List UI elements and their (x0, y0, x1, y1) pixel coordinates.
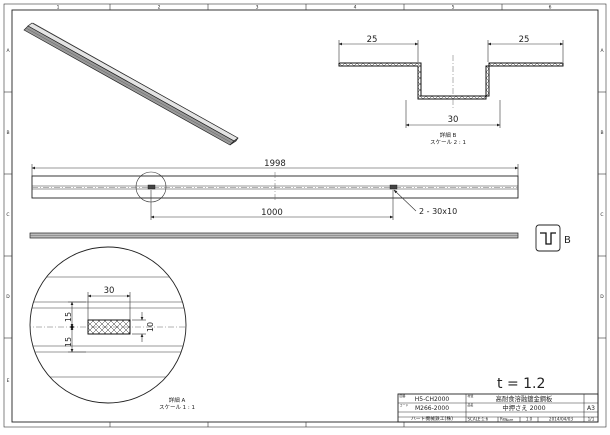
hole-callout: 2 - 30x10 (419, 207, 457, 216)
zone-right-d: D (600, 294, 604, 300)
date-label: DATE (506, 418, 514, 422)
dim-left-25: 25 (367, 35, 378, 45)
dim-length-1998: 1998 (264, 159, 286, 169)
zone-top-6: 6 (549, 5, 552, 11)
sheet-number: 1/1 (588, 417, 595, 422)
detail-dim-30: 30 (104, 286, 115, 296)
section-b-scale: スケール 2 : 1 (430, 139, 466, 146)
part-name: 中押さえ 2000 (502, 403, 545, 412)
zone-top-5: 5 (452, 5, 455, 11)
section-b-label: 詳細 B (440, 131, 457, 139)
title-block-field-labels: 図番 コード 材質 品名 DATE (400, 393, 514, 422)
detail-dim-10: 10 (146, 322, 155, 332)
company-name: ハート機械鉄工(株) (411, 415, 453, 422)
revision: 1.0 (526, 417, 533, 422)
section-b-mark: B (564, 235, 571, 246)
detail-a-view (29, 246, 187, 404)
isometric-view (23, 22, 239, 146)
code-label: コード (400, 403, 409, 407)
inner-frame (11, 9, 599, 423)
outer-frame (3, 3, 607, 428)
detail-a-scale: スケール 1 : 1 (159, 404, 195, 411)
drawing-no-label: 図番 (400, 393, 406, 398)
detail-a-marker-circle (135, 171, 167, 203)
zone-labels: 1 2 3 4 5 6 A B C D E A B C D (6, 5, 604, 385)
zone-top-4: 4 (354, 5, 357, 11)
drawing-number: H5-CH2000 (415, 396, 450, 403)
dim-pitch-1000: 1000 (261, 208, 283, 218)
zone-right-a: A (600, 48, 604, 54)
zone-top-1: 1 (57, 5, 60, 11)
material: 高耐食溶融鍍金鋼板 (496, 394, 553, 403)
slot-hole-left (147, 184, 156, 190)
material-label: 材質 (468, 393, 474, 398)
zone-top-3: 3 (256, 5, 259, 11)
section-b-indicator (535, 224, 561, 252)
zone-right-c: C (600, 212, 603, 218)
title-block (397, 393, 599, 423)
zone-left-b: B (6, 130, 9, 136)
zone-left-c: C (6, 212, 9, 218)
side-view (29, 232, 519, 239)
zone-right-b: B (600, 130, 603, 136)
dim-right-25: 25 (519, 35, 530, 45)
drawing-date: 2014/04/03 (549, 417, 573, 422)
thickness-note: t = 1.2 (497, 376, 545, 392)
revision-label: Rev. (500, 417, 508, 422)
zone-left-a: A (6, 48, 10, 54)
zone-ticks (4, 4, 606, 427)
detail-slot (87, 319, 131, 335)
slot-hole-right (389, 184, 398, 190)
top-view (31, 164, 519, 220)
dim-bottom-30: 30 (448, 115, 459, 125)
section-b-profile (338, 40, 564, 128)
zone-left-d: D (6, 294, 10, 300)
detail-a-label: 詳細 A (169, 396, 186, 404)
drawing-scale: SCALE:1:6 (468, 417, 489, 422)
name-label: 品名 (468, 402, 474, 407)
code-number: M266-2000 (415, 405, 449, 412)
detail-dim-lower-15: 15 (64, 337, 73, 347)
zone-left-e: E (7, 378, 10, 384)
zone-top-2: 2 (158, 5, 161, 11)
detail-dim-upper-15: 15 (64, 312, 73, 322)
sheet-size: A3 (587, 405, 595, 412)
